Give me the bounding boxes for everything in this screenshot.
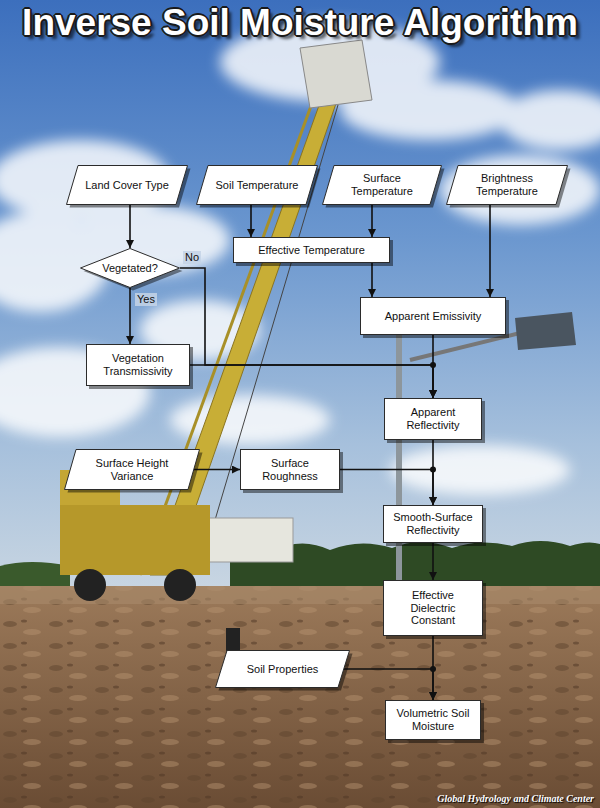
clouds [0,22,600,495]
horn-antenna [515,312,576,350]
connector-arrow [190,365,433,398]
branch-label: Yes [135,293,157,306]
branch-label: No [183,251,201,264]
sensor-arm [410,333,520,360]
node-label: Surface Temperature [338,172,426,197]
credit-watermark: Global Hydrology and Climate Center [437,793,594,804]
node-label: Surface Roughness [246,457,334,482]
junction-dot [430,666,436,672]
connector-arrow [489,205,491,297]
process-box: Volumetric Soil Moisture [385,700,481,740]
cloud [440,155,600,225]
soil-texture [0,586,600,808]
shape-fill [323,166,442,205]
node-label: Effective Temperature [258,244,365,257]
connector-arrow [129,288,131,344]
node-label: Effective Dielectric Constant [389,589,477,627]
diagram-title: Inverse Soil Moisture Algorithm [22,2,578,44]
connector-arrow [432,543,434,580]
process-box: Vegetation Transmissivity [86,344,190,386]
shape-fill [67,166,188,205]
connector-arrow [250,205,252,237]
shape-fill [81,249,180,288]
node-label: Soil Temperature [216,179,299,192]
node-label: Smooth-Surface Reflectivity [389,511,477,536]
connector-arrow [371,205,373,237]
process-box: Smooth-Surface Reflectivity [383,505,483,543]
connector-arrow [371,263,373,297]
node-label: Soil Properties [247,663,319,676]
connector-arrow [344,669,433,700]
connector-arrow [194,469,240,471]
connector-arrow [432,335,434,398]
truck-body [60,505,210,575]
node-label: Apparent Reflectivity [390,406,476,431]
node-label: Apparent Emissivity [385,310,482,323]
connector-arrow [340,470,433,506]
trailer [205,518,293,562]
node-label: Vegetation Transmissivity [92,352,184,377]
input-parallelogram: Surface Height Variance [64,449,200,490]
radiometer-box [300,40,372,108]
process-box: Effective Dielectric Constant [383,580,483,636]
input-parallelogram: Brightness Temperature [446,165,568,205]
process-box: Surface Roughness [240,449,340,490]
wheel [164,569,196,601]
node-label: Surface Height Variance [80,457,184,482]
process-box: Effective Temperature [233,237,390,263]
wheel [74,569,106,601]
node-label: Vegetated? [102,262,158,275]
process-box: Apparent Reflectivity [384,398,482,440]
node-label: Brightness Temperature [462,172,552,197]
mast-pole [396,330,402,590]
connector-arrow [129,205,131,248]
node-label: Land Cover Type [85,179,169,192]
input-parallelogram: Soil Properties [215,650,350,688]
process-box: Apparent Emissivity [360,297,506,335]
connector-arrow [432,440,434,505]
shape-fill [65,450,200,490]
node-label: Volumetric Soil Moisture [391,707,475,732]
decision-diamond: Vegetated? [80,248,180,288]
shape-fill [216,651,350,688]
crane-boom [150,86,340,575]
shape-fill [197,166,318,205]
shape-fill [447,166,568,205]
input-parallelogram: Surface Temperature [322,165,442,205]
input-parallelogram: Land Cover Type [66,165,188,205]
soil-field [0,586,600,808]
input-parallelogram: Soil Temperature [196,165,318,205]
cloud [500,90,600,150]
